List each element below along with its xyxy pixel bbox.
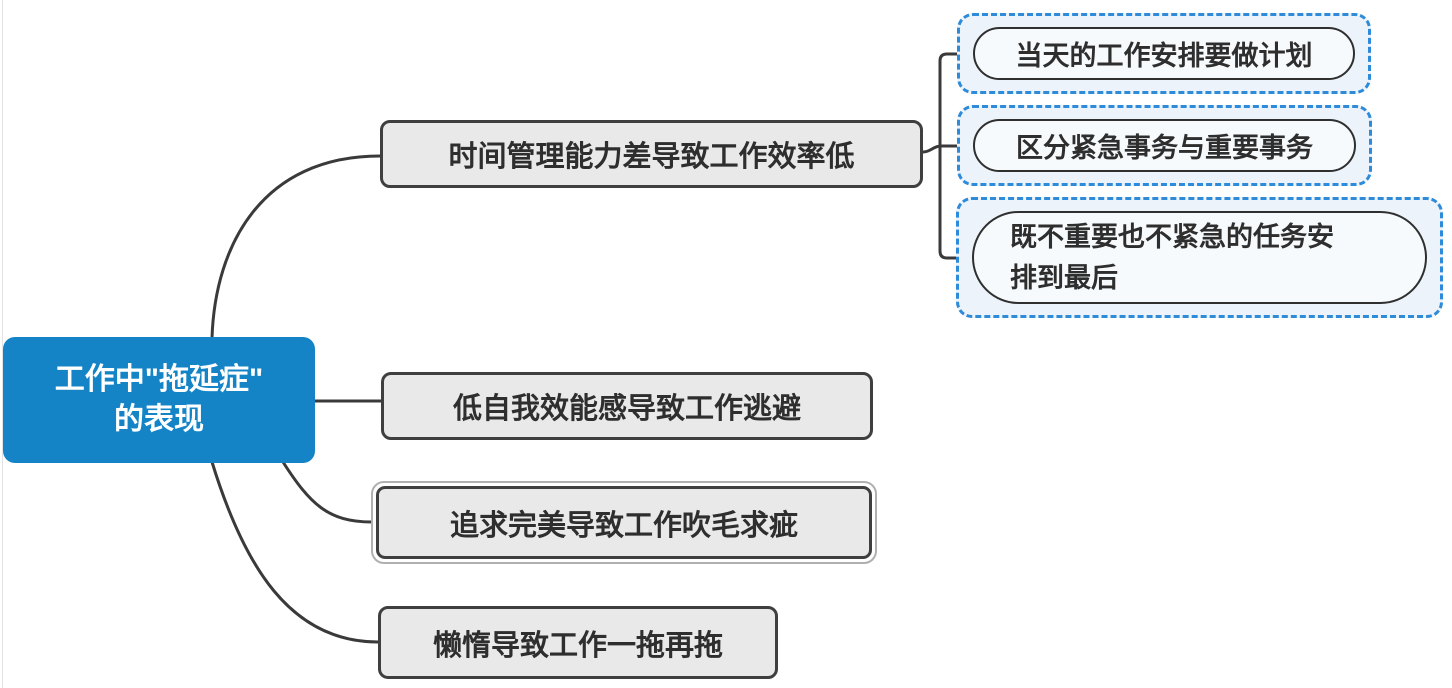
connector-root-branch1 (210, 154, 382, 340)
child-frame-urgent-vs-important: 区分紧急事务与重要事务 (957, 105, 1372, 186)
selection-ring: 追求完美导致工作吹毛求疵 (371, 481, 877, 564)
child-frame-daily-plan: 当天的工作安排要做计划 (957, 13, 1371, 94)
root-node-procrastination[interactable]: 工作中"拖延症" 的表现 (3, 337, 315, 463)
child-node-daily-plan[interactable]: 当天的工作安排要做计划 (973, 27, 1355, 80)
child-node-low-priority-last[interactable]: 既不重要也不紧急的任务安 排到最后 (972, 211, 1427, 304)
branch-node-laziness[interactable]: 懒惰导致工作一拖再拖 (378, 606, 778, 679)
branch-node-low-self-efficacy[interactable]: 低自我效能感导致工作逃避 (381, 372, 873, 440)
branch-node-perfectionism[interactable]: 追求完美导致工作吹毛求疵 (376, 486, 872, 559)
connector-root-branch3 (281, 460, 374, 524)
child-node-urgent-vs-important[interactable]: 区分紧急事务与重要事务 (973, 119, 1356, 172)
child-frame-low-priority-last: 既不重要也不紧急的任务安 排到最后 (956, 197, 1443, 318)
canvas-edge-divider (2, 0, 3, 688)
branch-node-time-management[interactable]: 时间管理能力差导致工作效率低 (380, 120, 923, 188)
connector-root-branch4 (210, 460, 380, 644)
